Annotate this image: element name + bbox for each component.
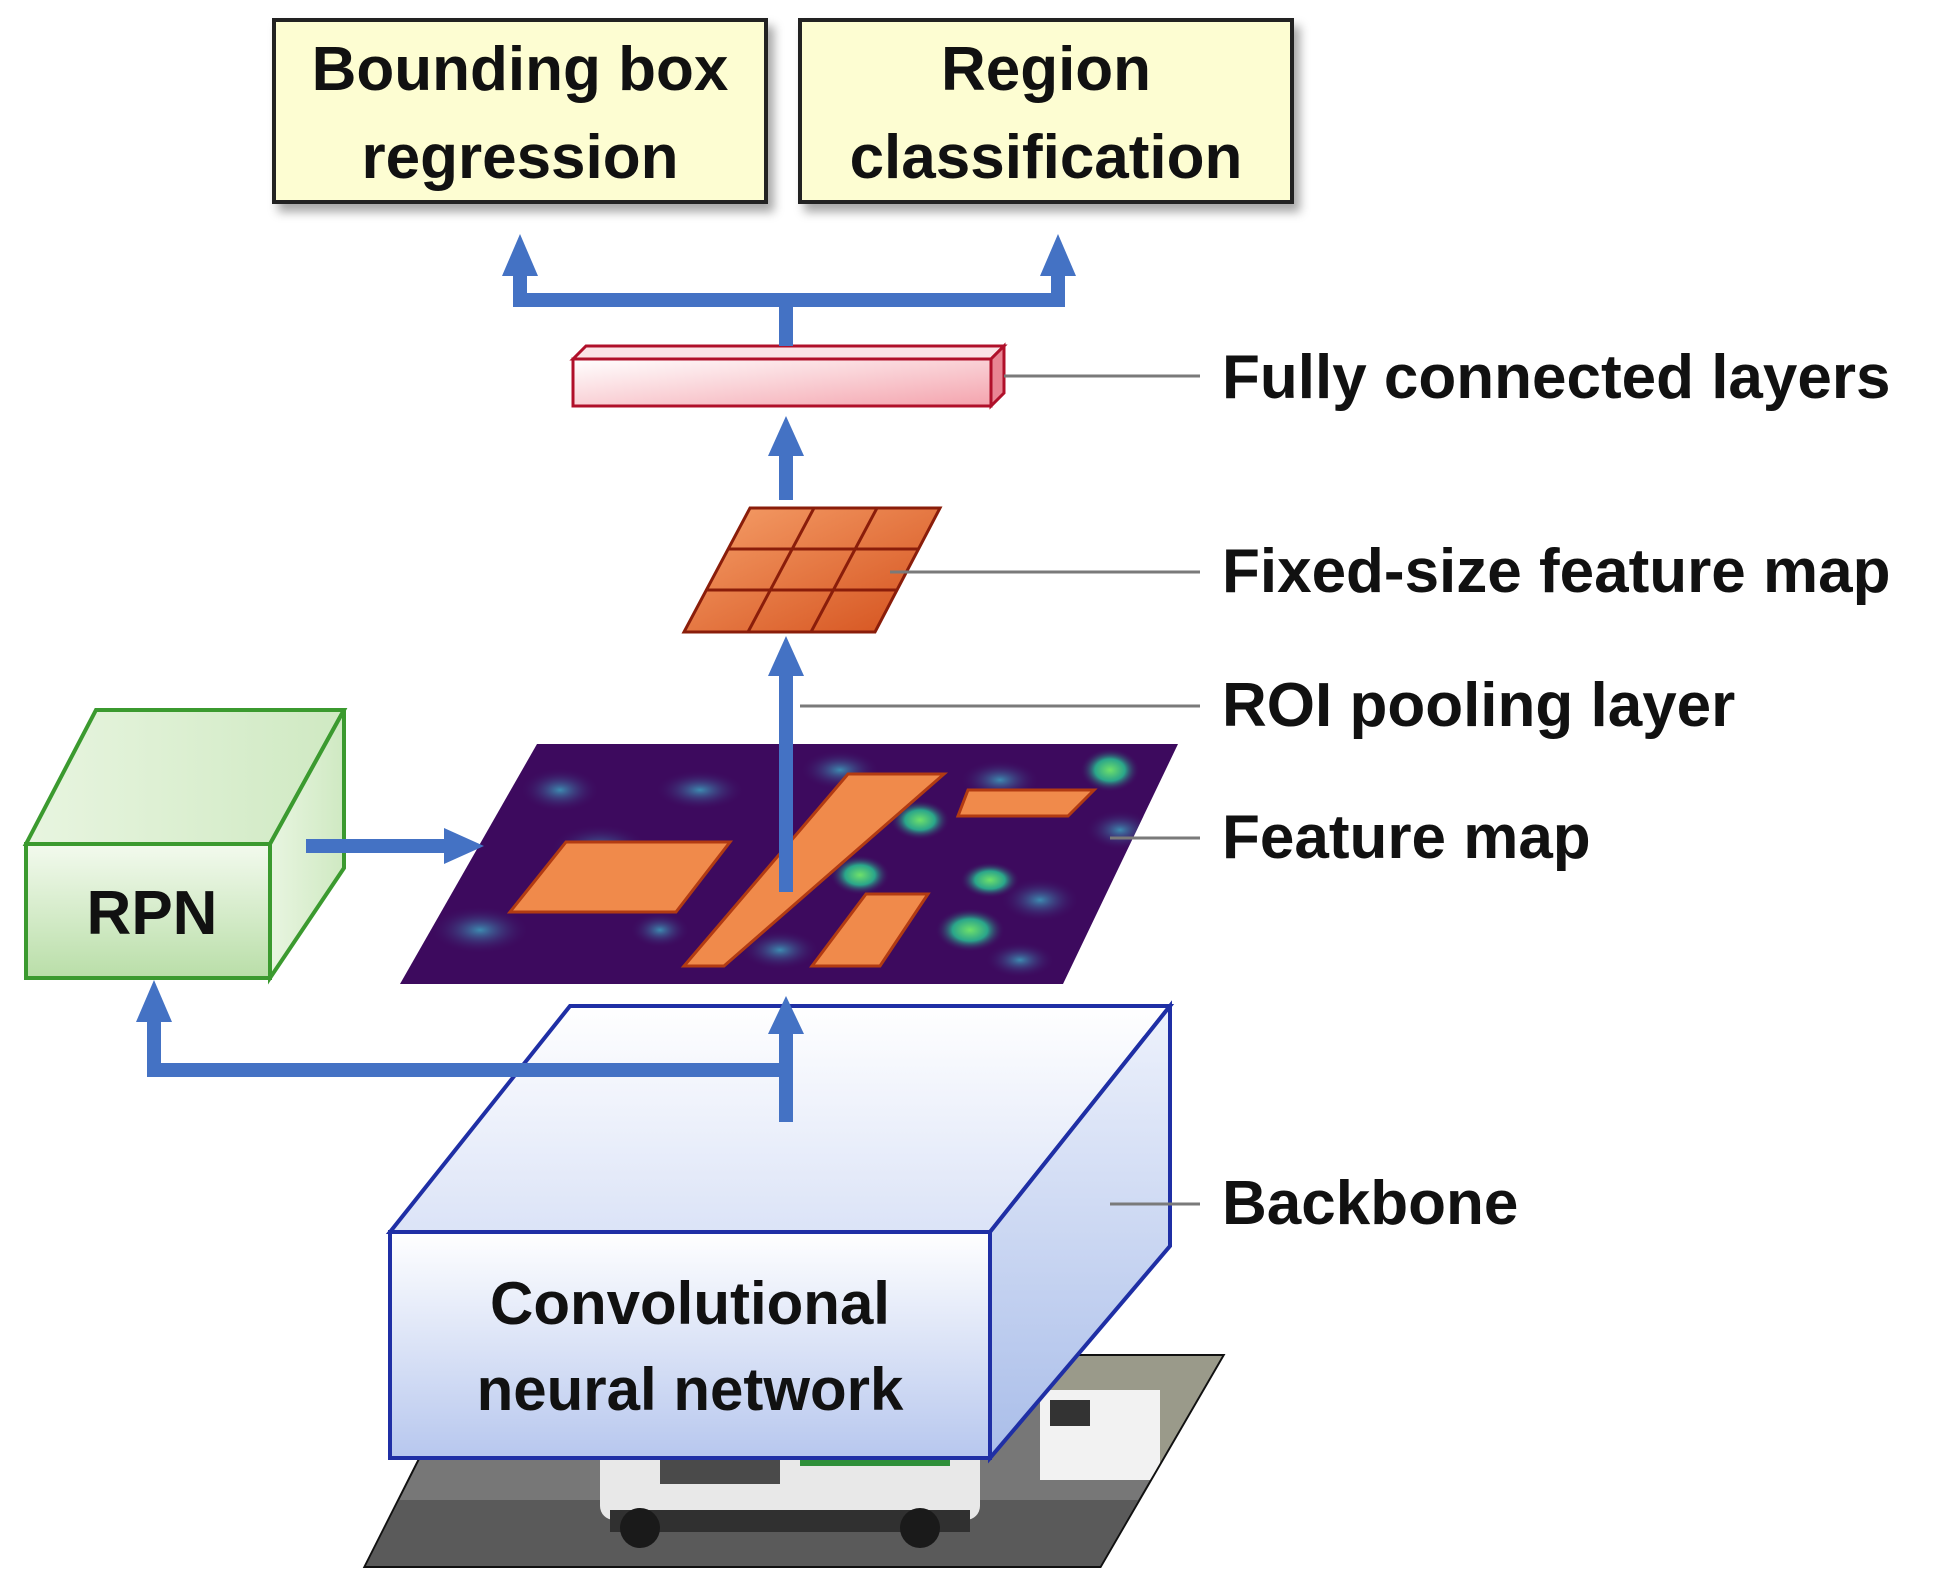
region-classification-box: Region classification [798, 18, 1294, 204]
rpn-label: RPN [87, 879, 218, 948]
roi-pooling-label: ROI pooling layer [1222, 671, 1735, 740]
leader-lines [800, 374, 1200, 1206]
flow-arrows [136, 234, 1076, 1122]
region-classification-line-2: classification [850, 123, 1243, 192]
fc-layers-label: Fully connected layers [1222, 343, 1890, 412]
roi-box [680, 772, 948, 968]
region-classification-line-1: Region [941, 35, 1151, 104]
cnn-label-line-2: neural network [477, 1356, 904, 1423]
feature-map-label: Feature map [1222, 803, 1591, 872]
bbox-regression-line-2: regression [361, 123, 678, 192]
fixed-size-map-label: Fixed-size feature map [1222, 537, 1890, 606]
fc-layers-block [569, 342, 1008, 410]
rpn-front-face [24, 842, 272, 980]
roi-box [506, 840, 734, 914]
backbone-label: Backbone [1222, 1169, 1518, 1238]
bbox-regression-line-1: Bounding box [312, 35, 729, 104]
fixed-size-feature-map [681, 506, 943, 634]
cnn-front-face [388, 1230, 992, 1460]
cnn-label-line-1: Convolutional [490, 1270, 890, 1337]
roi-box [809, 892, 931, 968]
bbox-regression-box: Bounding box regression [272, 18, 768, 204]
rpn-block: RPN [22, 708, 348, 985]
roi-box [955, 788, 1098, 818]
